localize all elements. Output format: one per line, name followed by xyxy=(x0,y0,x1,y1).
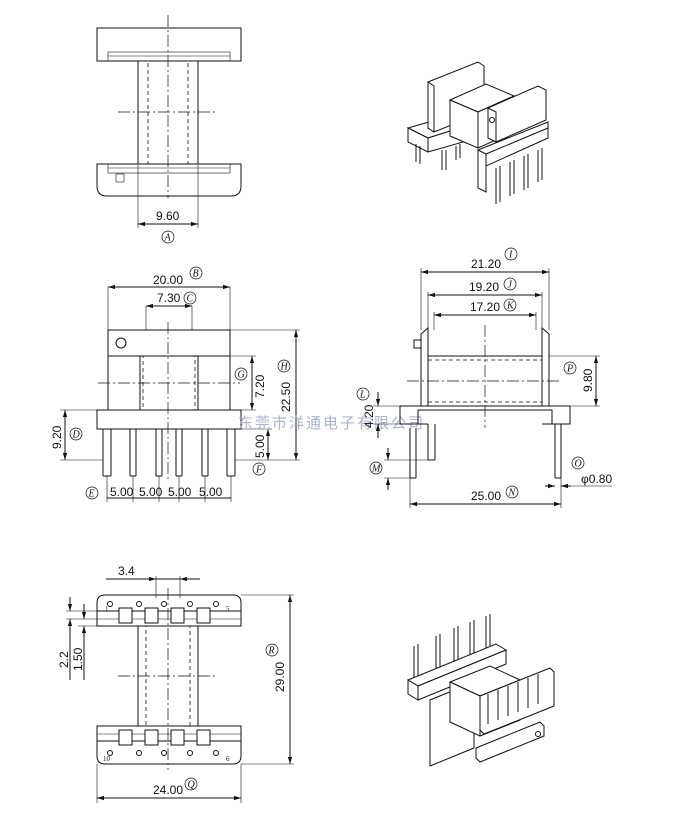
iso-view-upper xyxy=(406,61,549,204)
ref-n: N xyxy=(508,488,517,499)
ref-d: D xyxy=(72,430,81,441)
dim-phi-0-80: φ0.80 xyxy=(581,472,612,486)
pitch-2: 5.00 xyxy=(139,485,163,499)
ref-b: B xyxy=(193,269,199,280)
ref-e: E xyxy=(88,489,95,500)
ref-i: I xyxy=(508,250,513,261)
dim-9-80: 9.80 xyxy=(581,368,595,392)
pin-number-10: 10 xyxy=(103,755,111,763)
ref-m: M xyxy=(371,464,381,475)
iso-view-lower xyxy=(406,614,555,767)
ref-r: R xyxy=(268,646,275,657)
dim-22-50: 22.50 xyxy=(279,382,293,412)
bottom-view: 3.4 1 5 10 6 xyxy=(57,564,294,803)
dim-20-00: 20.00 xyxy=(153,273,183,287)
ref-j: J xyxy=(508,280,513,291)
ref-q: Q xyxy=(188,780,196,791)
top-view: 9.60 A xyxy=(96,15,242,244)
dim-7-20: 7.20 xyxy=(253,374,267,398)
pitch-3: 5.00 xyxy=(168,485,192,499)
dim-29-00: 29.00 xyxy=(273,662,287,692)
pin-number-1: 1 xyxy=(105,605,109,613)
pitch-1: 5.00 xyxy=(110,485,134,499)
ref-c: C xyxy=(187,294,194,305)
ref-a: A xyxy=(164,233,172,244)
dim-25-00: 25.00 xyxy=(471,489,501,503)
dim-9-60: 9.60 xyxy=(156,209,180,223)
dim-24-00: 24.00 xyxy=(153,783,183,797)
ref-f: F xyxy=(255,465,263,476)
pin-number-5: 5 xyxy=(226,605,230,613)
watermark: 东莞市洋通电子有限公司 xyxy=(238,414,425,432)
ref-h: H xyxy=(280,362,289,373)
ref-l: L xyxy=(359,390,366,401)
ref-p: P xyxy=(566,364,573,375)
dim-9-20: 9.20 xyxy=(50,425,64,449)
pin-number-6: 6 xyxy=(226,755,230,763)
dim-3-4: 3.4 xyxy=(118,564,135,578)
dim-5-00-pin: 5.00 xyxy=(253,434,267,458)
ref-o: O xyxy=(575,459,582,470)
dim-19-20: 19.20 xyxy=(469,280,499,294)
dim-17-20: 17.20 xyxy=(470,300,500,314)
dim-21-20: 21.20 xyxy=(471,257,501,271)
dim-2-2: 2.2 xyxy=(57,651,71,668)
pitch-4: 5.00 xyxy=(199,485,223,499)
dim-1-50: 1.50 xyxy=(71,647,85,671)
front-view: 20.00 B 7.30 C xyxy=(50,266,300,502)
ref-g: G xyxy=(238,370,245,381)
ref-k: K xyxy=(506,301,515,312)
side-view: 21.20 I 19.20 J 17.20 K xyxy=(356,247,612,508)
dim-4-20: 4.20 xyxy=(362,404,376,428)
dim-7-30: 7.30 xyxy=(157,291,181,305)
